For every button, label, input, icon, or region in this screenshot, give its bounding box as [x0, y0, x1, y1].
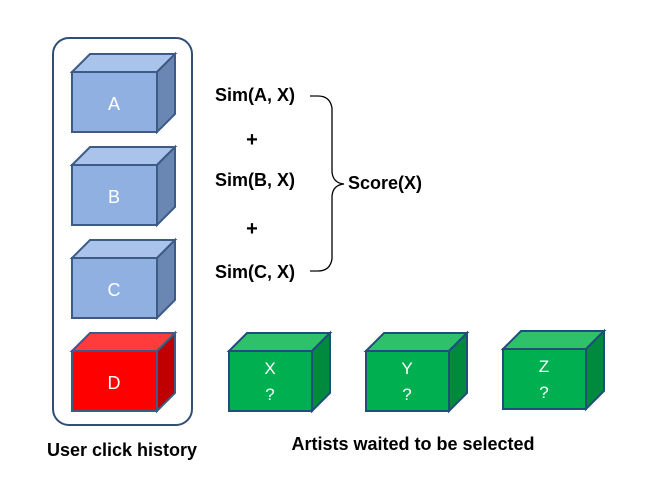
- candidate-box-z-label: Z: [539, 357, 549, 376]
- formula-plus-2: +: [246, 218, 258, 240]
- summation-brace: [317, 95, 345, 272]
- candidate-box-y-mark: ?: [402, 385, 411, 404]
- history-box-c-front: [71, 257, 158, 319]
- candidate-box-z-front: [502, 348, 587, 410]
- candidate-box-y-label: Y: [401, 359, 412, 378]
- history-box-b-front: [71, 164, 158, 226]
- candidate-box-z-mark: ?: [539, 383, 548, 402]
- history-box-c-label: C: [108, 280, 121, 300]
- candidate-box-y: Y ?: [363, 330, 470, 414]
- history-box-a: A: [69, 51, 178, 135]
- candidate-box-x-mark: ?: [265, 385, 274, 404]
- formula-term-b: Sim(B, X): [215, 170, 295, 190]
- candidate-box-x: X ?: [226, 330, 333, 414]
- history-box-b-label: B: [108, 187, 120, 207]
- candidate-box-x-label: X: [264, 359, 275, 378]
- candidate-box-z: Z ?: [500, 328, 607, 412]
- formula-term-c: Sim(C, X): [215, 262, 295, 282]
- history-box-a-front: [71, 71, 158, 133]
- history-box-c: C: [69, 237, 178, 321]
- formula-plus-1: +: [246, 129, 258, 151]
- candidate-box-y-front: [365, 350, 450, 412]
- formula-term-a: Sim(A, X): [215, 85, 295, 105]
- score-label: Score(X): [348, 173, 422, 193]
- history-box-a-label: A: [108, 94, 120, 114]
- candidate-box-x-front: [228, 350, 313, 412]
- history-caption: User click history: [47, 440, 197, 460]
- candidates-caption: Artists waited to be selected: [291, 434, 534, 454]
- history-box-d: D: [69, 330, 178, 414]
- history-box-b: B: [69, 144, 178, 228]
- history-panel: [52, 37, 193, 426]
- history-box-d-front: [71, 350, 158, 412]
- history-box-d-label: D: [108, 373, 121, 393]
